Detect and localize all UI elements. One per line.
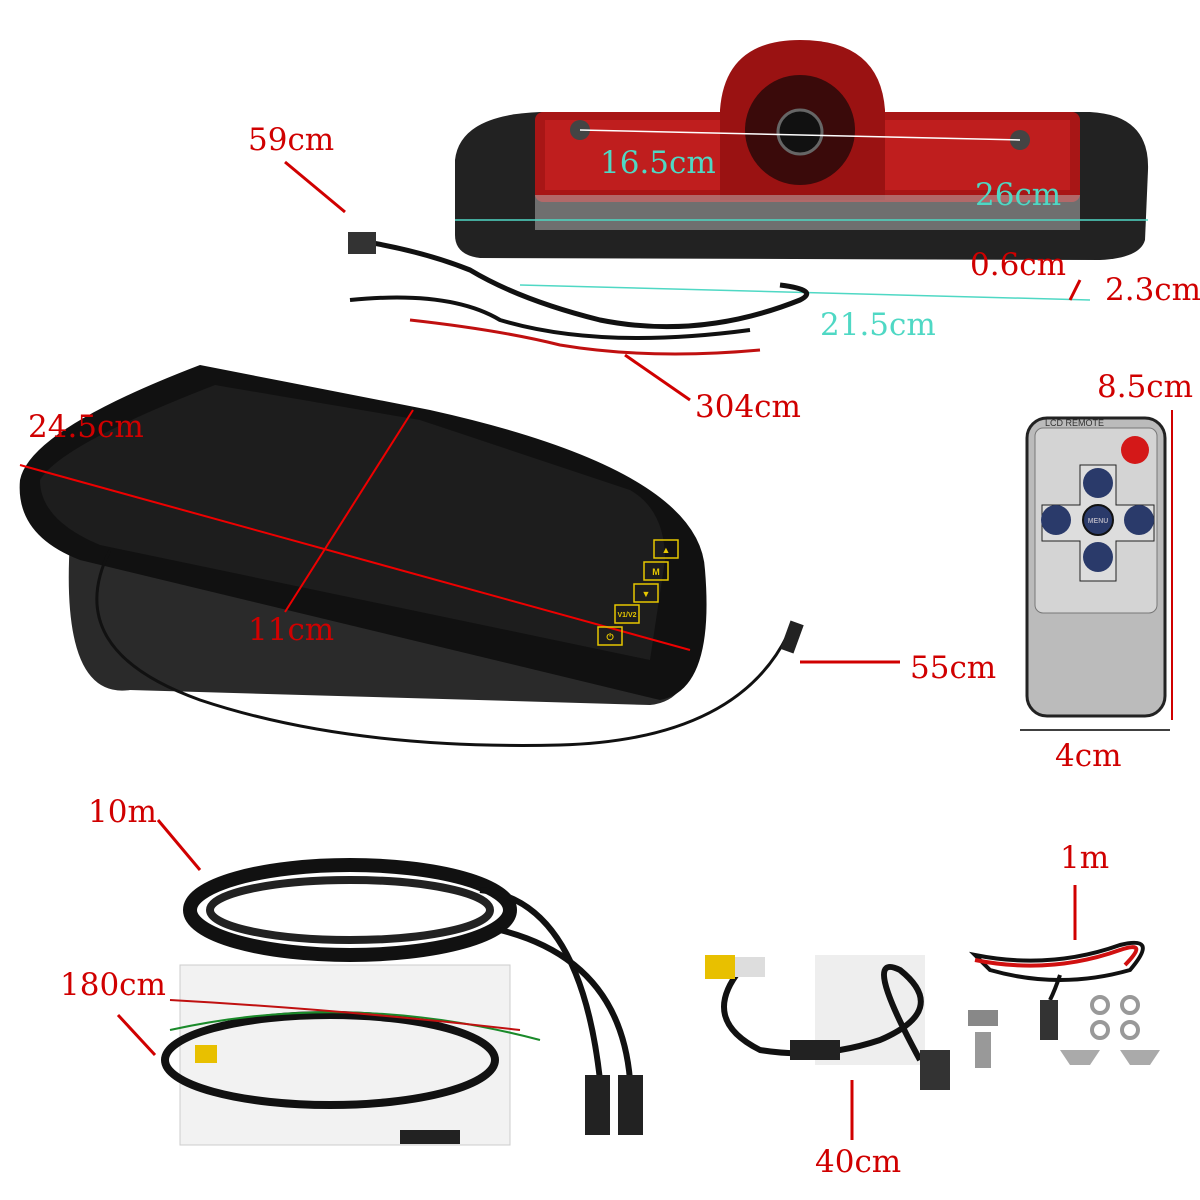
label-camera-cable: 59cm xyxy=(248,122,335,158)
label-remote-height: 8.5cm xyxy=(1097,369,1194,405)
power-cable-and-hardware xyxy=(968,940,1160,1068)
label-adapter-cable: 40cm xyxy=(815,1144,902,1180)
label-power-cable: 1m xyxy=(1060,840,1110,876)
remote-menu-button[interactable]: MENU xyxy=(1088,518,1109,525)
label-monitor-diagonal: 24.5cm xyxy=(28,409,144,445)
monitor-button-down[interactable]: ▼ xyxy=(642,589,651,599)
label-monitor-cable: 55cm xyxy=(910,650,997,686)
remote-brand: LCD REMOTE xyxy=(1045,418,1104,428)
label-camera-depth: 0.6cm xyxy=(970,247,1067,283)
label-monitor-harness: 180cm xyxy=(60,967,166,1003)
remote-control: LCD REMOTE MENU xyxy=(1020,410,1173,731)
label-monitor-height: 11cm xyxy=(248,612,335,648)
label-camera-inner-width: 16.5cm xyxy=(600,145,716,181)
monitor-button-menu[interactable]: M xyxy=(652,567,660,577)
monitor-button-power[interactable]: ⏻ xyxy=(606,632,614,642)
label-remote-width: 4cm xyxy=(1055,738,1122,774)
monitor-button-up[interactable]: ▲ xyxy=(662,545,671,555)
extension-cable-and-harness xyxy=(161,858,643,1146)
arrow xyxy=(284,160,346,214)
brake-light-camera xyxy=(348,40,1149,356)
label-camera-base: 21.5cm xyxy=(820,307,936,343)
av-adapter-cable xyxy=(705,955,950,1090)
label-extension-cable: 10m xyxy=(88,794,157,830)
label-camera-width: 26cm xyxy=(975,177,1062,213)
mirror-monitor xyxy=(19,365,804,747)
monitor-button-source[interactable]: V1/V2 xyxy=(617,612,636,619)
label-camera-wire: 304cm xyxy=(695,389,801,425)
label-camera-height: 2.3cm xyxy=(1105,272,1200,308)
monitor-touch-buttons: ▲ M ▼ V1/V2 ⏻ xyxy=(597,539,679,646)
